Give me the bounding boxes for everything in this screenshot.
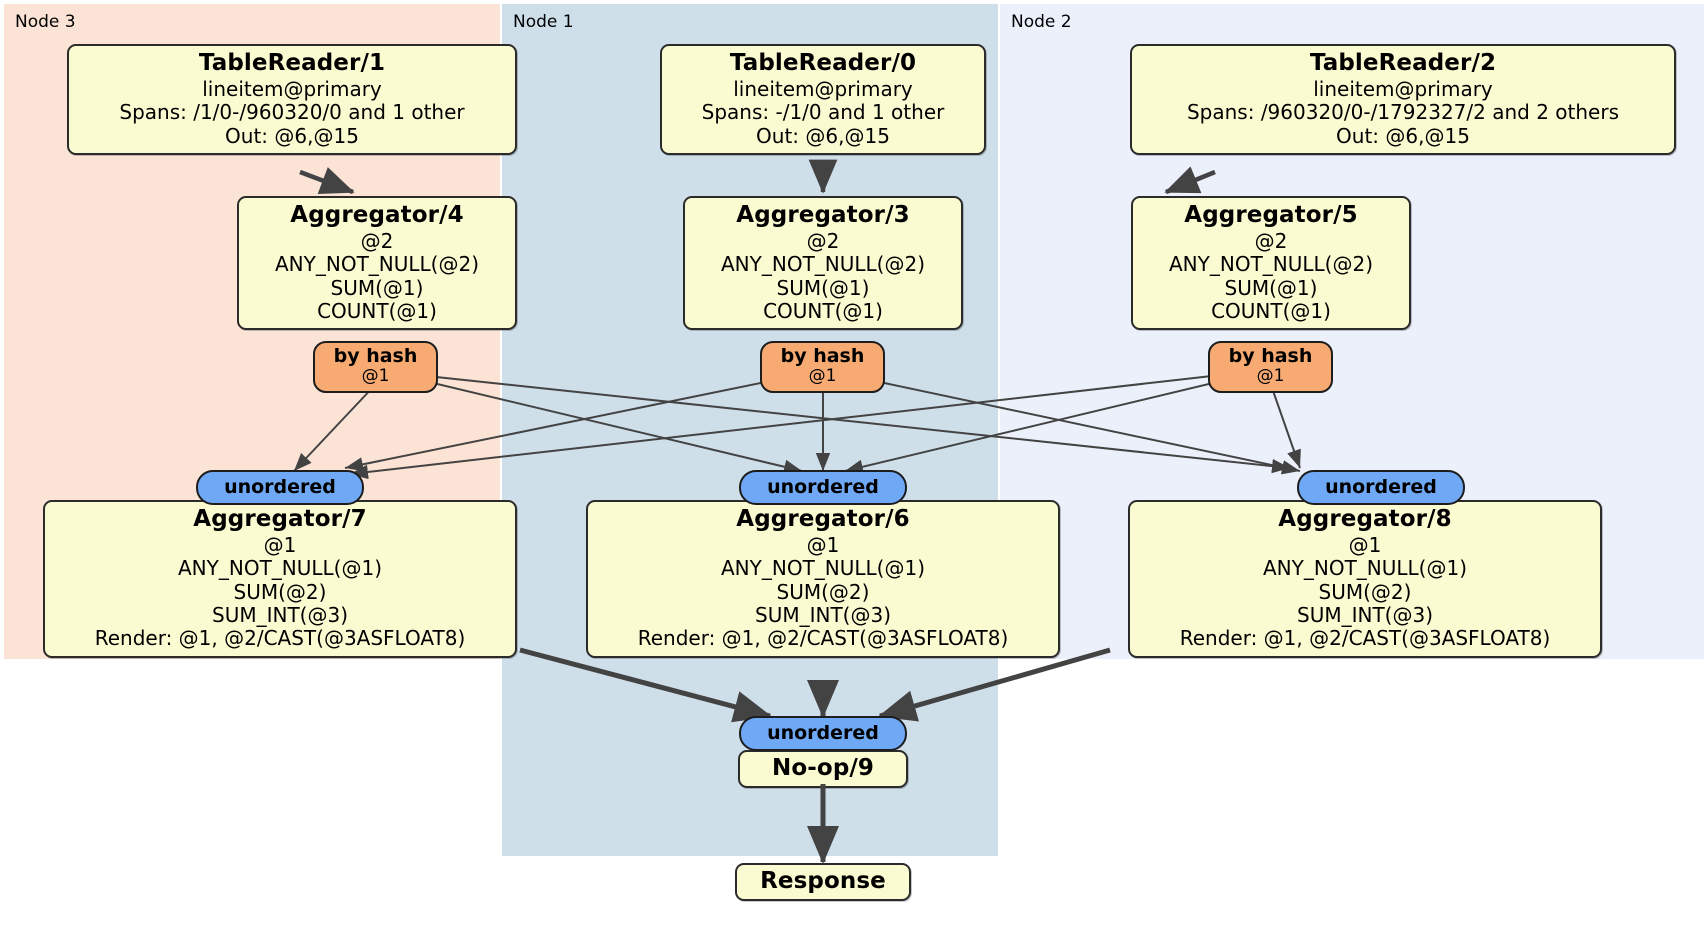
node-panel-label-node3: Node 3 bbox=[15, 12, 76, 32]
router-badge-by-hash-center[interactable]: by hash @1 bbox=[760, 341, 885, 393]
processor-detail-line: ANY_NOT_NULL(@2) bbox=[275, 252, 479, 277]
router-badge-by-hash-right[interactable]: by hash @1 bbox=[1208, 341, 1333, 393]
node-panel-label-node1: Node 1 bbox=[513, 12, 574, 32]
router-badge-label: by hash bbox=[333, 345, 418, 367]
processor-detail-line: COUNT(@1) bbox=[1211, 299, 1331, 324]
processor-detail-line: SUM_INT(@3) bbox=[755, 603, 891, 628]
processor-detail-line: Out: @6,@15 bbox=[1336, 123, 1470, 148]
processor-title: Aggregator/4 bbox=[290, 202, 464, 228]
processor-detail-line: Spans: /1/0-/960320/0 and 1 other bbox=[119, 100, 465, 125]
processor-detail-line: Out: @6,@15 bbox=[756, 123, 890, 148]
processor-tablereader0[interactable]: TableReader/0 lineitem@primary Spans: -/… bbox=[660, 44, 986, 156]
router-badge-column: @1 bbox=[1256, 366, 1285, 387]
processor-aggregator4[interactable]: Aggregator/4 @2 ANY_NOT_NULL(@2) SUM(@1)… bbox=[237, 196, 517, 331]
sync-badge-label: unordered bbox=[1325, 476, 1437, 498]
processor-title: Response bbox=[760, 868, 886, 894]
processor-detail-line: Out: @6,@15 bbox=[225, 123, 359, 148]
processor-detail-line: SUM(@1) bbox=[1224, 275, 1318, 300]
processor-title: Aggregator/5 bbox=[1184, 202, 1358, 228]
processor-title: TableReader/1 bbox=[198, 50, 386, 76]
processor-render-line: Render: @1, @2/CAST(@3ASFLOAT8) bbox=[1179, 626, 1551, 651]
processor-title: Aggregator/6 bbox=[736, 506, 910, 532]
processor-detail-line: lineitem@primary bbox=[1313, 76, 1493, 101]
processor-detail-line: SUM(@2) bbox=[233, 579, 327, 604]
processor-detail-line: lineitem@primary bbox=[202, 76, 382, 101]
processor-detail-line: ANY_NOT_NULL(@2) bbox=[1169, 252, 1373, 277]
processor-noop9[interactable]: No-op/9 bbox=[738, 750, 908, 788]
processor-detail-line: @2 bbox=[360, 228, 394, 253]
processor-aggregator8[interactable]: Aggregator/8 @1 ANY_NOT_NULL(@1) SUM(@2)… bbox=[1128, 500, 1602, 658]
router-badge-column: @1 bbox=[361, 366, 390, 387]
processor-detail-line: Spans: -/1/0 and 1 other bbox=[701, 100, 945, 125]
sync-badge-unordered-right[interactable]: unordered bbox=[1297, 470, 1465, 505]
processor-detail-line: @1 bbox=[1348, 532, 1382, 557]
processor-detail-line: COUNT(@1) bbox=[317, 299, 437, 324]
processor-title: Aggregator/8 bbox=[1278, 506, 1452, 532]
router-badge-by-hash-left[interactable]: by hash @1 bbox=[313, 341, 438, 393]
sync-badge-unordered-final[interactable]: unordered bbox=[739, 716, 907, 751]
router-badge-label: by hash bbox=[1228, 345, 1313, 367]
sync-badge-unordered-center[interactable]: unordered bbox=[739, 470, 907, 505]
processor-aggregator5[interactable]: Aggregator/5 @2 ANY_NOT_NULL(@2) SUM(@1)… bbox=[1131, 196, 1411, 331]
router-badge-column: @1 bbox=[808, 366, 837, 387]
processor-render-line: Render: @1, @2/CAST(@3ASFLOAT8) bbox=[94, 626, 466, 651]
processor-detail-line: ANY_NOT_NULL(@1) bbox=[721, 556, 925, 581]
processor-tablereader1[interactable]: TableReader/1 lineitem@primary Spans: /1… bbox=[67, 44, 517, 156]
sync-badge-label: unordered bbox=[224, 476, 336, 498]
processor-render-line: Render: @1, @2/CAST(@3ASFLOAT8) bbox=[637, 626, 1009, 651]
processor-detail-line: SUM_INT(@3) bbox=[212, 603, 348, 628]
processor-title: TableReader/0 bbox=[729, 50, 917, 76]
processor-detail-line: Spans: /960320/0-/1792327/2 and 2 others bbox=[1186, 100, 1619, 125]
processor-detail-line: SUM_INT(@3) bbox=[1297, 603, 1433, 628]
processor-detail-line: lineitem@primary bbox=[733, 76, 913, 101]
router-badge-label: by hash bbox=[780, 345, 865, 367]
processor-detail-line: @1 bbox=[263, 532, 297, 557]
processor-title: Aggregator/3 bbox=[736, 202, 910, 228]
processor-detail-line: COUNT(@1) bbox=[763, 299, 883, 324]
processor-title: TableReader/2 bbox=[1309, 50, 1497, 76]
processor-detail-line: SUM(@2) bbox=[776, 579, 870, 604]
processor-detail-line: @1 bbox=[806, 532, 840, 557]
processor-detail-line: SUM(@1) bbox=[776, 275, 870, 300]
processor-detail-line: ANY_NOT_NULL(@1) bbox=[178, 556, 382, 581]
processor-detail-line: @2 bbox=[806, 228, 840, 253]
processor-detail-line: ANY_NOT_NULL(@1) bbox=[1263, 556, 1467, 581]
processor-detail-line: @2 bbox=[1254, 228, 1288, 253]
sync-badge-unordered-left[interactable]: unordered bbox=[196, 470, 364, 505]
processor-detail-line: SUM(@1) bbox=[330, 275, 424, 300]
sync-badge-label: unordered bbox=[767, 476, 879, 498]
sync-badge-label: unordered bbox=[767, 722, 879, 744]
processor-tablereader2[interactable]: TableReader/2 lineitem@primary Spans: /9… bbox=[1130, 44, 1676, 156]
processor-aggregator7[interactable]: Aggregator/7 @1 ANY_NOT_NULL(@1) SUM(@2)… bbox=[43, 500, 517, 658]
processor-aggregator3[interactable]: Aggregator/3 @2 ANY_NOT_NULL(@2) SUM(@1)… bbox=[683, 196, 963, 331]
processor-title: Aggregator/7 bbox=[193, 506, 367, 532]
processor-title: No-op/9 bbox=[772, 755, 874, 781]
node-panel-label-node2: Node 2 bbox=[1011, 12, 1072, 32]
processor-aggregator6[interactable]: Aggregator/6 @1 ANY_NOT_NULL(@1) SUM(@2)… bbox=[586, 500, 1060, 658]
processor-response[interactable]: Response bbox=[735, 863, 911, 901]
processor-detail-line: SUM(@2) bbox=[1318, 579, 1412, 604]
processor-detail-line: ANY_NOT_NULL(@2) bbox=[721, 252, 925, 277]
